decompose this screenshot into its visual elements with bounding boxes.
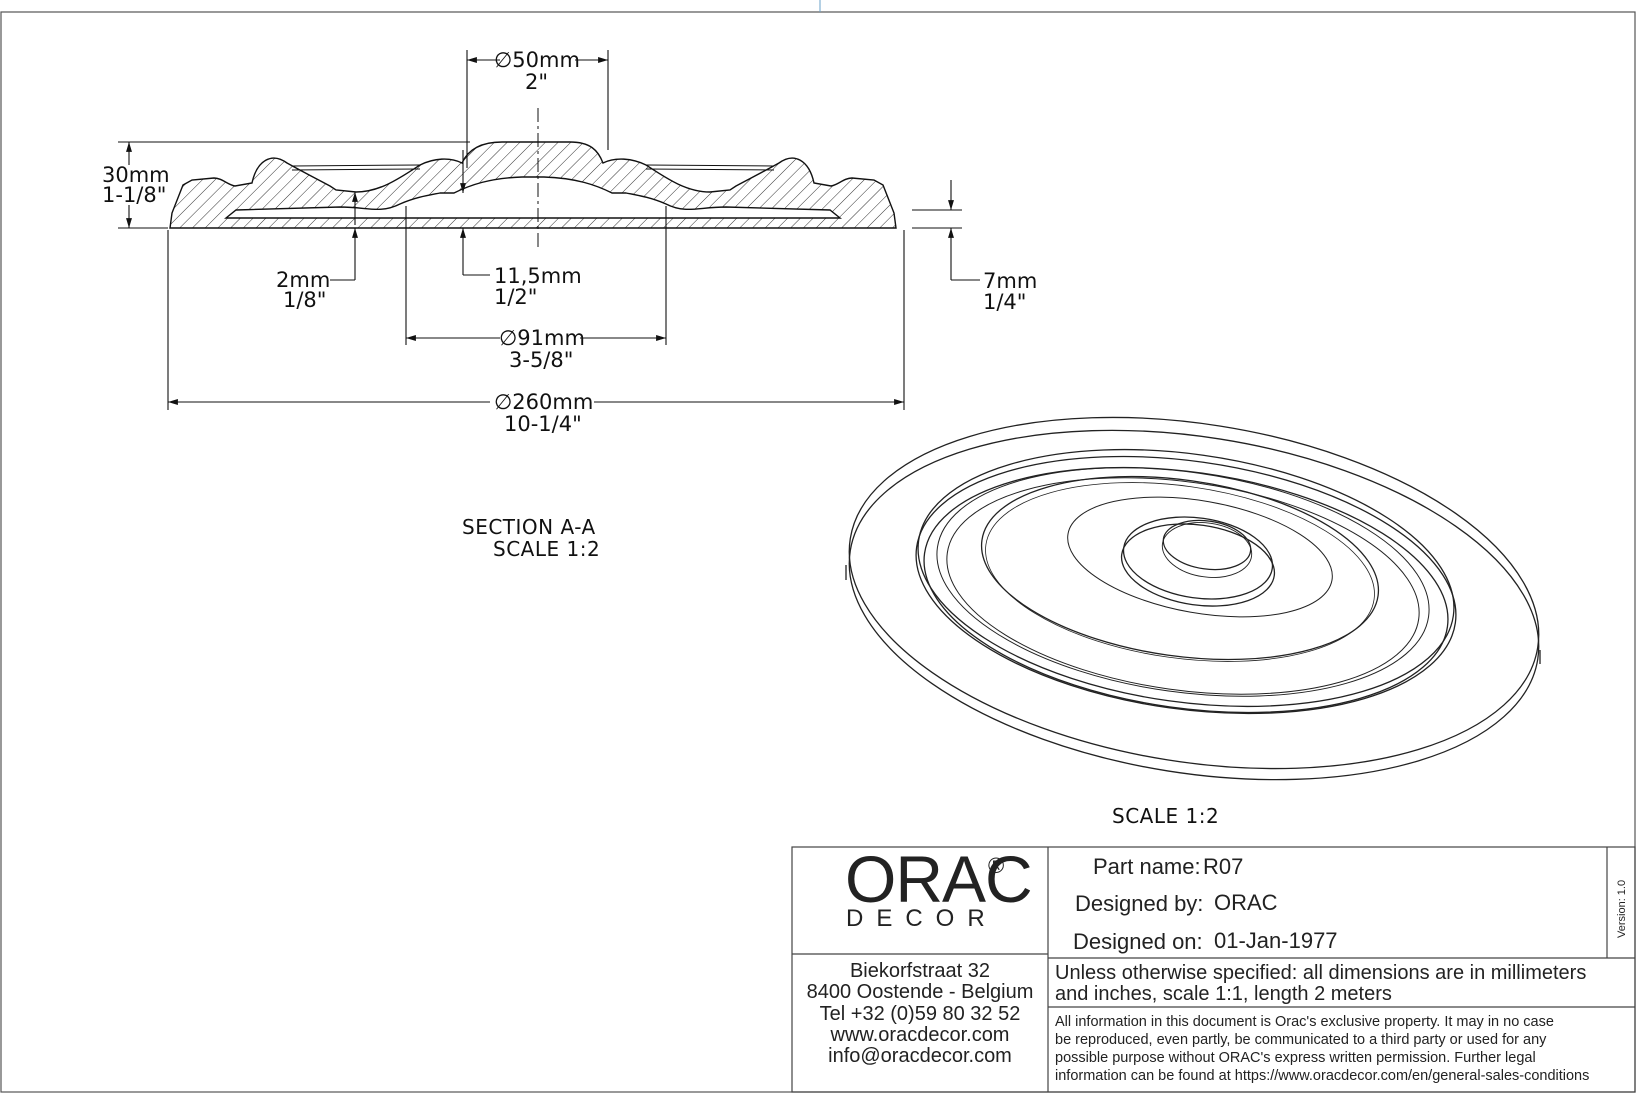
dim-3-5-8in: 3-5/8" bbox=[509, 348, 573, 372]
designed-on-label: Designed on: bbox=[1073, 929, 1203, 954]
svg-text:possible purpose without ORAC': possible purpose without ORAC's express … bbox=[1055, 1050, 1536, 1066]
dim-2mm: 2mm bbox=[276, 268, 330, 292]
svg-text:ORAC: ORAC bbox=[845, 842, 1032, 916]
dim-91mm: ∅91mm bbox=[499, 326, 585, 350]
dim-1-2in: 1/2" bbox=[494, 285, 537, 309]
part-name-value: R07 bbox=[1203, 854, 1243, 879]
dim-1-1-8in: 1-1/8" bbox=[102, 183, 166, 207]
dim-1-8in: 1/8" bbox=[283, 288, 326, 312]
version-label: Version: 1.0 bbox=[1616, 880, 1628, 938]
dimension-lines bbox=[118, 50, 980, 410]
dim-10-1-4in: 10-1/4" bbox=[504, 412, 582, 436]
designed-by-value: ORAC bbox=[1214, 890, 1278, 915]
svg-text:Unless otherwise specified: al: Unless otherwise specified: all dimensio… bbox=[1055, 962, 1586, 984]
company-address: Biekorfstraat 32 8400 Oostende - Belgium… bbox=[807, 960, 1034, 1067]
svg-text:All information in this docume: All information in this document is Orac… bbox=[1055, 1014, 1554, 1030]
section-profile bbox=[169, 108, 897, 250]
dim-11-5mm: 11,5mm bbox=[494, 264, 582, 288]
svg-text:be reproduced, even partly, be: be reproduced, even partly, be communica… bbox=[1055, 1032, 1547, 1048]
svg-text:info@oracdecor.com: info@oracdecor.com bbox=[828, 1045, 1012, 1067]
dim-2in: 2" bbox=[525, 70, 548, 94]
dimension-note: Unless otherwise specified: all dimensio… bbox=[1055, 962, 1586, 1005]
section-caption: SECTION A-A bbox=[462, 515, 596, 539]
sheet-border bbox=[0, 11, 1636, 1093]
svg-text:www.oracdecor.com: www.oracdecor.com bbox=[830, 1024, 1010, 1046]
dim-7mm: 7mm bbox=[983, 269, 1037, 293]
dim-1-4in: 1/4" bbox=[983, 290, 1026, 314]
legal-notice: All information in this document is Orac… bbox=[1055, 1014, 1589, 1084]
iso-scale: SCALE 1:2 bbox=[1112, 804, 1219, 828]
svg-text:8400 Oostende - Belgium: 8400 Oostende - Belgium bbox=[807, 981, 1034, 1003]
rosette-isometric-view bbox=[845, 416, 1541, 781]
dim-50mm: ∅50mm bbox=[494, 48, 580, 72]
dim-30mm: 30mm bbox=[102, 163, 170, 187]
orac-logo: ORAC ® DECOR bbox=[845, 842, 1033, 932]
designed-on-value: 01-Jan-1977 bbox=[1214, 928, 1338, 953]
svg-text:Tel +32 (0)59 80 32 52: Tel +32 (0)59 80 32 52 bbox=[820, 1003, 1021, 1025]
svg-text:DECOR: DECOR bbox=[846, 905, 998, 932]
svg-text:information can be found at ht: information can be found at https://www.… bbox=[1055, 1068, 1589, 1084]
part-info: Part name: R07 Designed by: ORAC Designe… bbox=[1073, 854, 1628, 954]
svg-text:and inches, scale 1:1, length: and inches, scale 1:1, length 2 meters bbox=[1055, 983, 1392, 1005]
svg-text:®: ® bbox=[988, 853, 1004, 878]
dim-260mm: ∅260mm bbox=[494, 390, 593, 414]
title-block bbox=[791, 846, 1636, 1093]
designed-by-label: Designed by: bbox=[1075, 891, 1203, 916]
section-scale: SCALE 1:2 bbox=[493, 537, 600, 561]
dimension-labels: ∅50mm 2" 30mm 1-1/8" 2mm 1/8" 11,5mm 1/2… bbox=[102, 48, 1037, 436]
svg-text:Biekorfstraat 32: Biekorfstraat 32 bbox=[850, 960, 990, 982]
part-name-label: Part name: bbox=[1093, 854, 1201, 879]
